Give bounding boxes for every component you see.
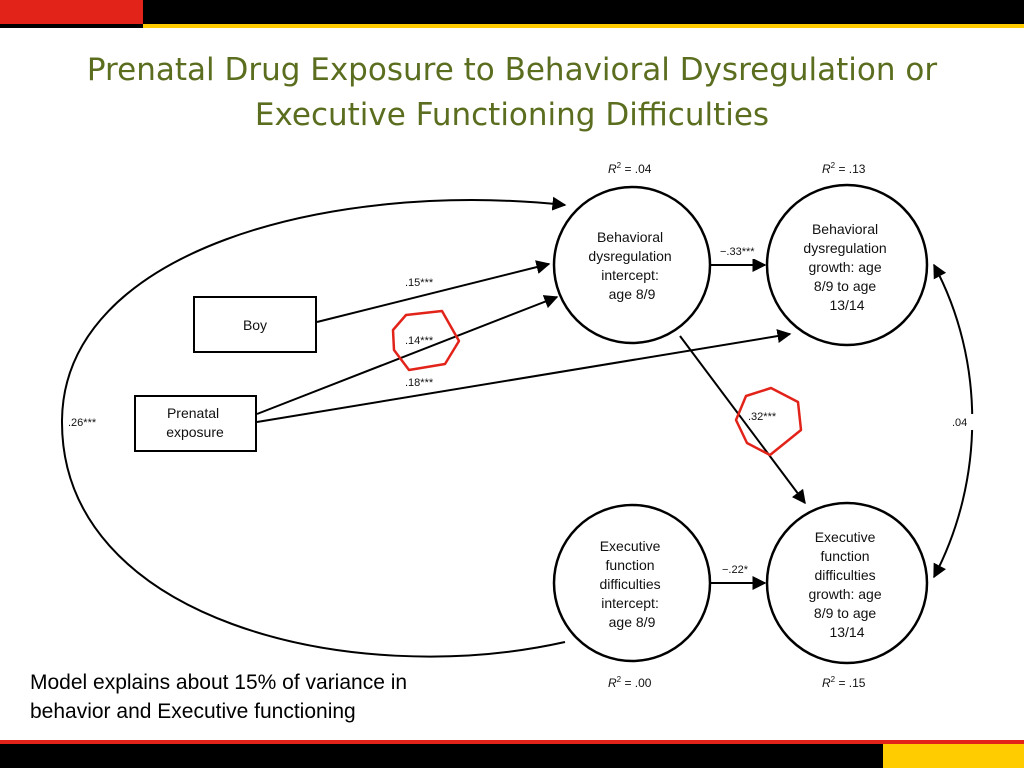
boy-label: Boy bbox=[243, 317, 267, 333]
coef-prenatal-to-bd-intercept: .14*** bbox=[405, 335, 434, 347]
label-bd-growth: Behavioral dysregulation growth: age 8/9… bbox=[803, 221, 890, 313]
r2-ef-growth: R2 = .15 bbox=[822, 675, 866, 690]
path-prenatal-to-ef-intercept bbox=[60, 196, 567, 658]
node-ef-growth bbox=[765, 501, 929, 665]
footnote: Model explains about 15% of variance in … bbox=[30, 668, 520, 726]
top-yellow-stripe bbox=[143, 24, 1024, 28]
label-ef-intercept: Executive function difficulties intercep… bbox=[599, 538, 664, 630]
coef-bd-intercept-to-bd-growth: −.33*** bbox=[720, 246, 755, 258]
coef-boy-to-bd-intercept: .15*** bbox=[405, 277, 434, 289]
top-accent-bar bbox=[0, 0, 1024, 28]
path-bd-intercept-to-ef-growth bbox=[679, 335, 806, 505]
coef-bd-intercept-to-ef-growth: .32*** bbox=[748, 411, 777, 423]
r2-bd-intercept: R2 = .04 bbox=[608, 161, 652, 176]
coef-prenatal-to-ef-intercept: .26*** bbox=[68, 417, 97, 429]
prenatal-label-line-2: exposure bbox=[166, 424, 224, 440]
label-bd-intercept: Behavioral dysregulation intercept: age … bbox=[588, 229, 675, 302]
footnote-line-2: behavior and Executive functioning bbox=[30, 700, 356, 723]
title-line-2: Executive Functioning Difficulties bbox=[254, 97, 770, 133]
r2-ef-intercept: R2 = .00 bbox=[608, 675, 652, 690]
boy-box bbox=[193, 296, 317, 353]
slide-title: Prenatal Drug Exposure to Behavioral Dys… bbox=[40, 48, 984, 138]
prenatal-exposure-box bbox=[134, 395, 257, 452]
prenatal-exposure-label: Prenatal exposure bbox=[166, 405, 224, 440]
prenatal-label-line-1: Prenatal bbox=[167, 405, 219, 421]
coef-bd-growth-with-ef-growth: .04 bbox=[952, 417, 967, 429]
label-ef-growth: Executive function difficulties growth: … bbox=[808, 529, 885, 640]
coef-prenatal-to-bd-growth: .18*** bbox=[405, 377, 434, 389]
r2-bd-growth: R2 = .13 bbox=[822, 161, 866, 176]
node-bd-intercept bbox=[552, 185, 712, 345]
bottom-yellow-block bbox=[883, 744, 1024, 768]
path-prenatal-to-bd-intercept bbox=[256, 295, 559, 415]
path-prenatal-to-bd-growth bbox=[256, 329, 792, 423]
node-bd-growth bbox=[765, 183, 929, 347]
path-boy-to-bd-intercept bbox=[316, 260, 551, 323]
coef-ef-intercept-to-ef-growth: −.22* bbox=[722, 564, 749, 576]
highlight-mark-bd-intercept-ef-growth bbox=[734, 386, 803, 457]
title-line-1: Prenatal Drug Exposure to Behavioral Dys… bbox=[86, 52, 938, 88]
bottom-red-stripe bbox=[0, 740, 1024, 744]
node-ef-intercept bbox=[552, 503, 712, 663]
top-red-block bbox=[0, 0, 143, 24]
bottom-accent-bar bbox=[0, 740, 1024, 768]
footnote-line-1: Model explains about 15% of variance in bbox=[30, 671, 408, 694]
highlight-mark-prenatal-bd-intercept bbox=[391, 309, 461, 372]
